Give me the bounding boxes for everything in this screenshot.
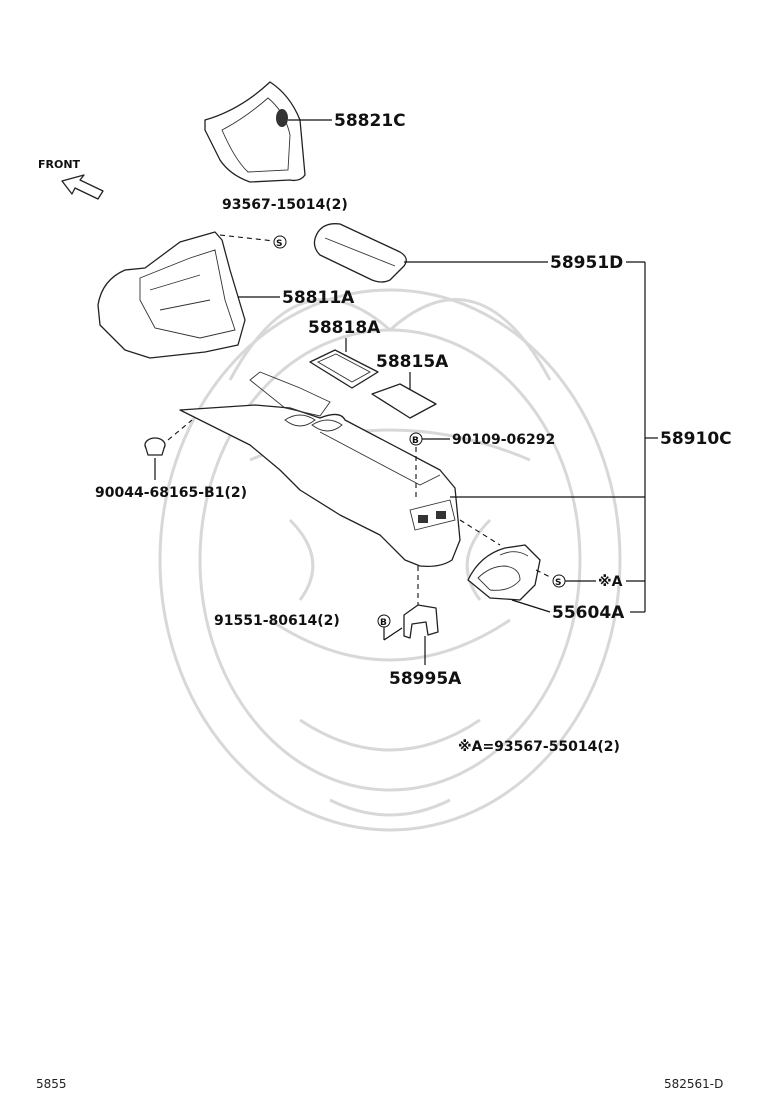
svg-text:S: S: [555, 578, 561, 588]
part-55604a-cup-holder: [459, 519, 551, 613]
bracket-58910c: [626, 261, 658, 613]
footer-right-code: 582561-D: [664, 1077, 723, 1091]
note-xa-definition: ※A=93567-55014(2): [458, 739, 620, 755]
svg-text:B: B: [412, 436, 419, 446]
part-90044-clip: [144, 419, 193, 480]
screw-mark-s-lower: S: [535, 569, 596, 588]
part-58995a-bracket: [403, 566, 439, 665]
footer-left-code: 5855: [36, 1077, 67, 1091]
label-58818a: 58818A: [308, 318, 381, 338]
part-58821c-shift-bezel: [204, 81, 332, 183]
label-58811a: 58811A: [282, 288, 355, 308]
label-91551-80614: 91551-80614(2): [214, 613, 340, 629]
part-58910c-console-body: [179, 371, 645, 568]
part-58951d-lid: [313, 223, 548, 283]
label-90109-06292: 90109-06292: [452, 432, 555, 448]
part-58811a-panel: [97, 231, 280, 359]
front-label: FRONT: [38, 158, 81, 171]
label-58951d: 58951D: [550, 253, 623, 273]
svg-text:B: B: [380, 618, 387, 628]
label-58995a: 58995A: [389, 669, 462, 689]
watermark-emblem: [158, 288, 622, 832]
label-90044-68165-b1: 90044-68165-B1(2): [95, 485, 247, 501]
bolt-mark-b-upper: B: [409, 432, 450, 500]
label-58910c: 58910C: [660, 429, 732, 449]
label-xa: ※A: [598, 574, 623, 590]
label-93567-15014: 93567-15014(2): [222, 197, 348, 213]
screw-mark-s-upper: S: [219, 234, 287, 249]
label-58815a: 58815A: [376, 352, 449, 372]
part-58815a-pad: [371, 372, 437, 419]
front-arrow-icon: [61, 174, 104, 200]
svg-text:S: S: [276, 239, 282, 249]
part-58818a-mat: [309, 338, 379, 389]
label-55604a: 55604A: [552, 603, 625, 623]
front-indicator: FRONT: [38, 158, 104, 200]
label-58821c: 58821C: [334, 111, 406, 131]
bolt-mark-b-lower: B: [377, 614, 403, 641]
